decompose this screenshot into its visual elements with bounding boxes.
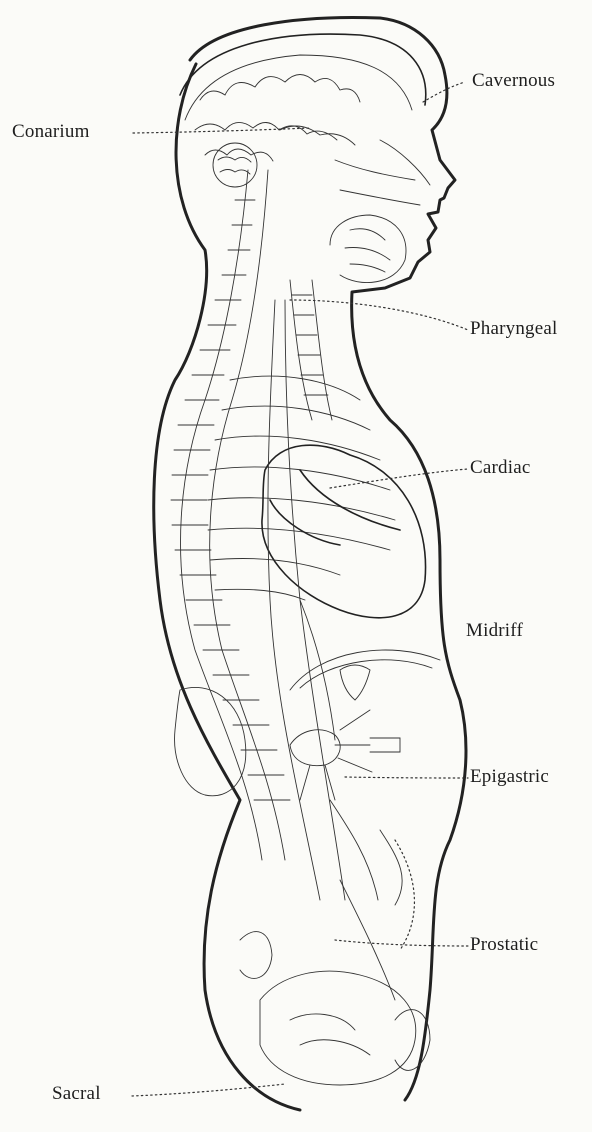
label-prostatic: Prostatic [470, 934, 538, 956]
spine [181, 170, 285, 860]
heart [262, 445, 426, 618]
pelvis [240, 830, 430, 1085]
label-midriff: Midriff [466, 620, 523, 642]
kidney [175, 687, 246, 795]
trachea [290, 280, 332, 420]
abdomen-dashed-line [395, 840, 414, 950]
label-cardiac: Cardiac [470, 457, 530, 479]
vertebrae [171, 200, 290, 800]
epigastric-plexus [290, 710, 400, 800]
label-pharyngeal: Pharyngeal [470, 318, 557, 340]
prostatic-leader [335, 940, 468, 946]
label-epigastric: Epigastric [470, 766, 549, 788]
brain [185, 55, 412, 187]
epigastric-leader [345, 777, 468, 778]
back-outline [154, 64, 300, 1110]
skull-line [180, 34, 426, 105]
pharyngeal-leader [290, 300, 468, 330]
label-cavernous: Cavernous [472, 70, 555, 92]
label-conarium: Conarium [12, 121, 90, 143]
conarium-leader [133, 128, 310, 133]
cavernous-leader [423, 82, 465, 102]
face [330, 140, 430, 283]
label-sacral: Sacral [52, 1083, 101, 1105]
ribs [208, 376, 395, 600]
